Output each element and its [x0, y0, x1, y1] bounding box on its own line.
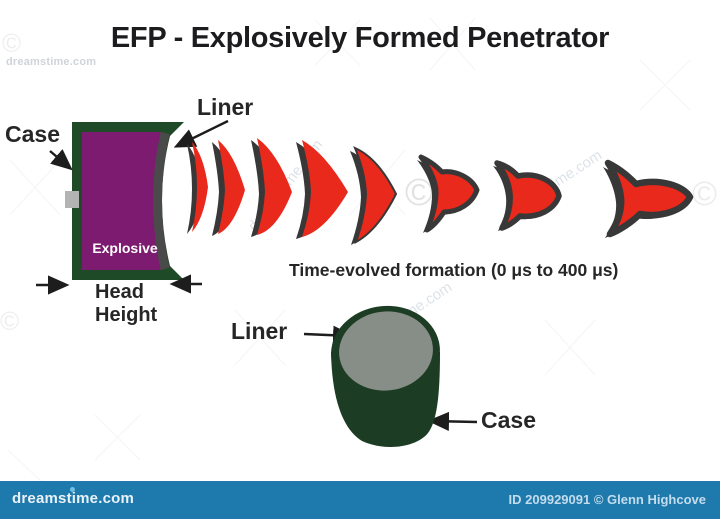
svg-text:©: ©: [692, 175, 717, 213]
projectile-stage-2: [212, 140, 245, 236]
watermark-site-text: dreamstime.com: [6, 56, 97, 68]
head-height-line1: Head: [95, 281, 144, 303]
projectile-stage-3: [251, 138, 292, 237]
projectile-stage-6: [417, 154, 480, 233]
device-liner-label: Liner: [197, 94, 254, 120]
footer-brand-logo: dreamstime.com: [12, 490, 135, 507]
cylinder-diagram: [331, 305, 440, 447]
cylinder-liner-face: [339, 311, 433, 391]
device-case-label: Case: [5, 121, 60, 147]
svg-text:©: ©: [2, 28, 21, 58]
case-arrow: [49, 149, 73, 171]
svg-text:©: ©: [0, 306, 19, 336]
projectile-sequence: [187, 138, 694, 245]
cylinder-case-label: Case: [481, 407, 536, 433]
cylinder-liner-label: Liner: [231, 318, 288, 344]
device-liner-shape: [153, 132, 170, 270]
head-height-line2: Height: [95, 304, 158, 326]
cylinder-case-arrow: [427, 411, 478, 431]
device-explosive-label: Explosive: [92, 240, 158, 256]
projectile-stage-4: [296, 140, 348, 239]
footer-image-credit: ID 209929091 © Glenn Highcove: [508, 492, 706, 507]
liner-arrow: [173, 119, 229, 148]
sequence-caption: Time-evolved formation (0 μs to 400 μs): [289, 260, 619, 280]
efp-device: [65, 122, 184, 280]
projectile-stage-1: [187, 142, 208, 234]
footer-bar: dreamstime.com ID 209929091 © Glenn High…: [0, 481, 720, 519]
projectile-stage-8: [603, 159, 694, 238]
device-head-height-label: Head Height: [95, 281, 157, 327]
device-explosive-shape: [82, 132, 162, 270]
footer-brand-logo-dot: [70, 487, 75, 492]
projectile-stage-7: [493, 160, 562, 231]
projectile-stage-5: [350, 146, 398, 245]
device-detonator-tab: [65, 191, 79, 208]
page-title: EFP - Explosively Formed Penetrator: [110, 22, 610, 54]
